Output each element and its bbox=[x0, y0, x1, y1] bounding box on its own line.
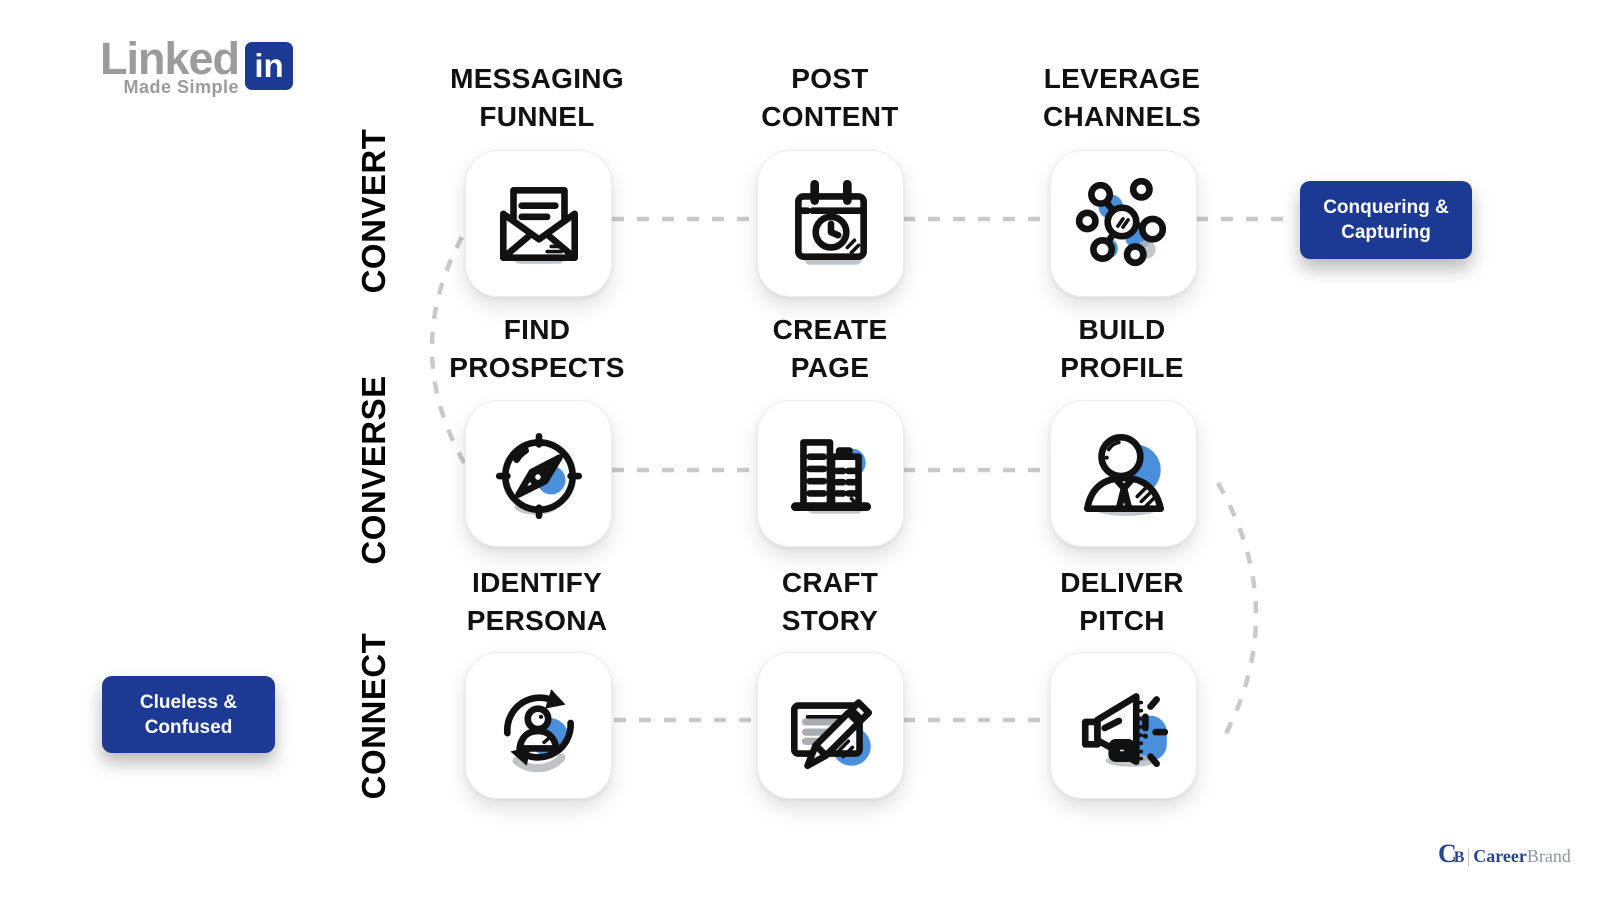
badge-clueless-confused: Clueless & Confused bbox=[102, 676, 275, 753]
step-title-line: PROFILE bbox=[1060, 352, 1184, 383]
logo-tagline: Made Simple bbox=[123, 77, 240, 97]
persona-refresh-icon bbox=[503, 688, 574, 772]
careerbrand-monogram-c: C bbox=[1438, 839, 1457, 868]
step-title-line: IDENTIFY bbox=[472, 567, 602, 598]
step-title-line: PITCH bbox=[1079, 605, 1165, 636]
compass-icon bbox=[495, 432, 582, 519]
badge-conquering-capturing: Conquering & Capturing bbox=[1300, 181, 1472, 259]
step-card-post-content bbox=[757, 150, 904, 297]
calendar-clock-icon bbox=[794, 179, 867, 265]
step-title-post-content: POST CONTENT bbox=[680, 60, 980, 136]
step-title-messaging-funnel: MESSAGING FUNNEL bbox=[387, 60, 687, 136]
step-title-line: POST bbox=[791, 63, 869, 94]
step-title-line: PAGE bbox=[790, 352, 870, 383]
badge-line: Conquering & bbox=[1323, 197, 1449, 218]
badge-line: Confused bbox=[144, 716, 233, 738]
step-title-craft-story: CRAFT STORY bbox=[680, 564, 980, 640]
step-card-identify-persona bbox=[465, 652, 612, 799]
logo-linked-text: Linked bbox=[100, 33, 240, 84]
step-title-leverage-channels: LEVERAGE CHANNELS bbox=[972, 60, 1272, 136]
step-title-deliver-pitch: DELIVER PITCH bbox=[972, 564, 1272, 640]
step-card-craft-story bbox=[757, 652, 904, 799]
step-card-find-prospects bbox=[465, 400, 612, 547]
step-title-line: CONTENT bbox=[761, 101, 899, 132]
step-title-line: BUILD bbox=[1078, 314, 1166, 345]
logo-wordmark: Linked Made Simple bbox=[100, 33, 240, 98]
step-title-line: CHANNELS bbox=[1043, 101, 1201, 132]
step-title-line: FIND bbox=[503, 314, 571, 345]
profile-person-icon bbox=[1083, 433, 1164, 516]
step-title-line: CREATE bbox=[772, 314, 888, 345]
step-title-line: FUNNEL bbox=[479, 101, 595, 132]
step-title-create-page: CREATE PAGE bbox=[680, 311, 980, 387]
step-title-line: PERSONA bbox=[466, 605, 608, 636]
step-card-build-profile bbox=[1050, 400, 1197, 547]
badge-line: Clueless & bbox=[139, 691, 238, 713]
step-card-messaging-funnel bbox=[465, 150, 612, 297]
step-title-line: MESSAGING bbox=[450, 63, 624, 94]
note-pencil-icon bbox=[790, 698, 872, 769]
step-title-identify-persona: IDENTIFY PERSONA bbox=[387, 564, 687, 640]
linkedin-made-simple-logo: Linked Made Simple in bbox=[100, 33, 294, 98]
megaphone-icon bbox=[1081, 692, 1168, 767]
step-title-line: STORY bbox=[781, 605, 879, 636]
careerbrand-logo: C B | Career Brand bbox=[1438, 839, 1571, 869]
step-title-build-profile: BUILD PROFILE bbox=[972, 311, 1272, 387]
step-title-line: DELIVER bbox=[1060, 567, 1184, 598]
careerbrand-monogram-b: B bbox=[1453, 849, 1465, 866]
network-icon bbox=[1075, 177, 1166, 266]
badge-line: Capturing bbox=[1341, 222, 1431, 243]
linkedin-in-icon: in bbox=[245, 42, 294, 90]
step-title-line: CRAFT bbox=[781, 567, 879, 598]
step-title-find-prospects: FIND PROSPECTS bbox=[387, 311, 687, 387]
mail-open-icon bbox=[499, 186, 578, 264]
careerbrand-name-bold: Career bbox=[1473, 846, 1527, 866]
careerbrand-name-light: Brand bbox=[1526, 846, 1571, 866]
careerbrand-divider: | bbox=[1466, 846, 1471, 867]
step-title-line: PROSPECTS bbox=[449, 352, 625, 383]
buildings-icon bbox=[790, 438, 871, 514]
step-title-line: LEVERAGE bbox=[1043, 63, 1201, 94]
step-card-create-page bbox=[757, 400, 904, 547]
step-card-deliver-pitch bbox=[1050, 652, 1197, 799]
step-card-leverage-channels bbox=[1050, 150, 1197, 297]
